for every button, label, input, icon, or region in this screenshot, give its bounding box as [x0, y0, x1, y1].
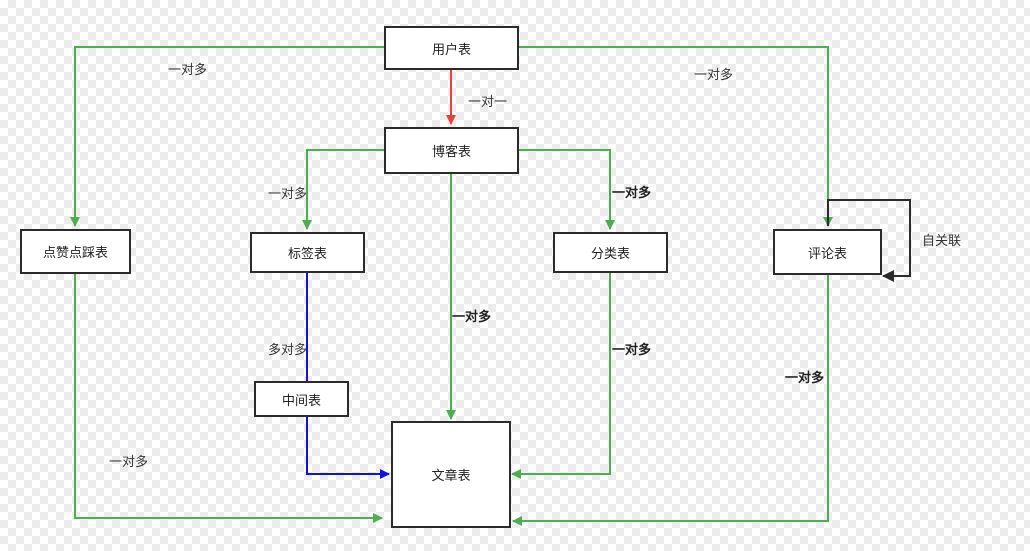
edge-middle-article [306, 416, 390, 479]
label-like-article: 一对多 [109, 455, 149, 470]
edge-comment-self [827, 199, 911, 282]
label-user-comment: 一对多 [694, 68, 734, 83]
edge-comment-article [512, 274, 829, 526]
node-tag-label: 标签表 [287, 247, 327, 262]
label-user-blog: 一对一 [468, 95, 508, 110]
node-user-label: 用户表 [431, 42, 471, 58]
node-article[interactable]: 文章表 [391, 421, 511, 528]
label-user-like: 一对多 [168, 63, 208, 78]
node-like[interactable]: 点赞点踩表 [20, 229, 131, 274]
label-comment-self: 自关联 [922, 234, 962, 249]
node-like-label: 点赞点踩表 [42, 246, 108, 261]
edge-user-like [70, 46, 385, 227]
node-article-label: 文章表 [431, 469, 471, 484]
label-category-article: 一对多 [612, 343, 652, 358]
edge-category-article [511, 272, 611, 479]
label-blog-article: 一对多 [452, 310, 492, 325]
edge-blog-tag [302, 149, 385, 230]
node-comment[interactable]: 评论表 [773, 229, 882, 275]
label-blog-category: 一对多 [612, 186, 652, 201]
node-blog-label: 博客表 [431, 145, 471, 160]
node-comment-label: 评论表 [807, 246, 847, 262]
node-middle[interactable]: 中间表 [254, 381, 349, 417]
node-tag[interactable]: 标签表 [250, 232, 365, 273]
node-category-label: 分类表 [590, 247, 630, 262]
node-blog[interactable]: 博客表 [384, 127, 519, 174]
label-blog-tag: 一对多 [268, 187, 308, 202]
label-tag-middle: 多对多 [268, 343, 308, 358]
node-middle-label: 中间表 [281, 393, 321, 409]
node-category[interactable]: 分类表 [553, 232, 668, 273]
edge-like-article [74, 274, 383, 523]
node-user[interactable]: 用户表 [384, 26, 519, 70]
label-comment-article: 一对多 [785, 371, 825, 386]
edge-user-comment [518, 46, 833, 227]
edge-blog-category [518, 149, 615, 230]
